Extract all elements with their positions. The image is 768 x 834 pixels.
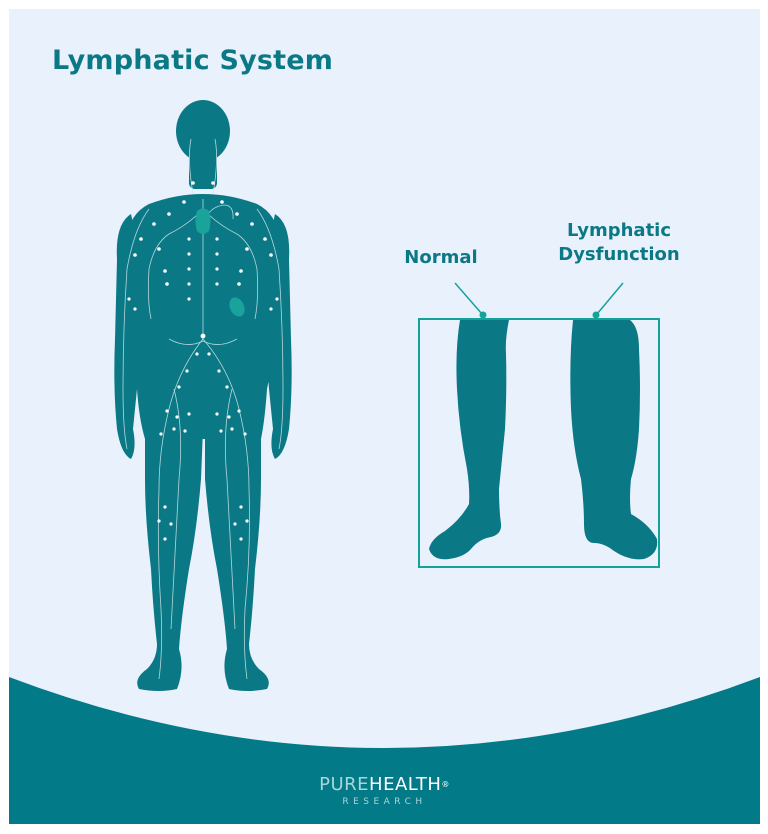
normal-leg [429,320,509,560]
swollen-leg [570,320,658,560]
brand-logo: PUREHEALTH® RESEARCH [9,774,760,808]
brand-name-health: HEALTH [369,774,442,795]
dysfunction-label: Lymphatic Dysfunction [544,219,694,267]
dysfunction-label-line1: Lymphatic [566,220,672,241]
normal-label: Normal [404,247,478,268]
page-title: Lymphatic System [52,45,334,76]
human-body-figure [114,100,292,691]
infographic-panel: Lymphatic System [9,9,760,824]
brand-subtitle: RESEARCH [342,797,427,807]
legs-comparison-box [418,282,660,568]
spleen-shape [229,297,245,317]
footer-wave [9,677,760,824]
dysfunction-label-line2: Dysfunction [558,244,680,265]
brand-name-pure: PURE [319,774,370,795]
registered-mark: ® [441,780,450,789]
thymus-shape [195,208,211,234]
